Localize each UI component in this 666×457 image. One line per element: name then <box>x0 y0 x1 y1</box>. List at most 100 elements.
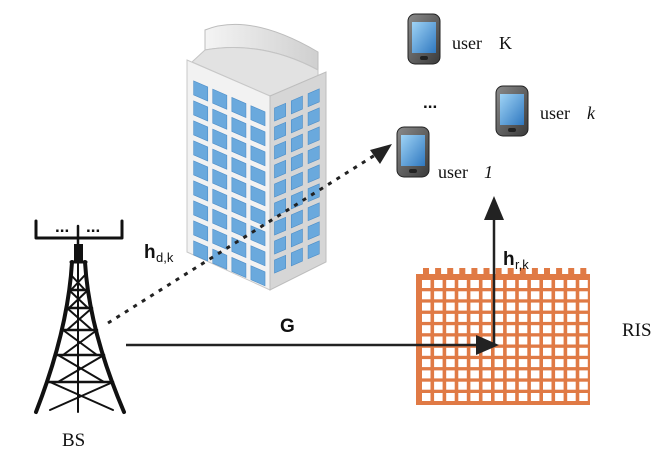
ris-element <box>543 381 552 390</box>
ris-element <box>422 313 431 322</box>
ris-edge-tooth <box>544 268 550 275</box>
users-ellipsis: ... <box>423 93 437 112</box>
ris-edge-tooth <box>459 268 466 275</box>
building-window <box>193 240 209 262</box>
ris-element <box>422 359 431 368</box>
ris-element <box>482 302 491 311</box>
ris-element <box>470 313 479 322</box>
ris-element <box>470 291 479 300</box>
building-window <box>212 208 228 230</box>
building-window <box>231 156 247 179</box>
ris-element <box>567 280 576 288</box>
ris-element <box>579 347 588 356</box>
building-window <box>290 209 303 229</box>
ris-element <box>518 381 528 390</box>
ris-element <box>434 359 443 368</box>
ris-element <box>446 336 455 345</box>
building-icon <box>186 23 327 291</box>
ris-element <box>555 347 564 356</box>
ris-element <box>530 325 540 334</box>
reflected-channel-symbol: h <box>503 249 515 270</box>
building-window <box>212 228 228 250</box>
ris-element <box>458 313 467 322</box>
building-window <box>212 108 228 130</box>
building-window <box>307 88 320 108</box>
ris-element <box>446 291 455 300</box>
building-window <box>193 120 209 142</box>
ris-element <box>543 336 552 345</box>
ris-element <box>555 280 564 288</box>
building-window <box>212 168 228 190</box>
building-window <box>274 254 286 274</box>
user-K-index: K <box>499 33 512 53</box>
building-window <box>193 80 209 102</box>
ris-element <box>518 302 528 311</box>
ris-element <box>567 347 576 356</box>
ris-element <box>494 370 504 379</box>
ris-element <box>470 370 479 379</box>
antenna-dots-right: ... <box>86 217 100 236</box>
ris-element <box>434 302 443 311</box>
ris-element <box>434 336 443 345</box>
ris-element <box>494 325 504 334</box>
building-window <box>290 133 303 153</box>
building-window <box>212 148 228 170</box>
ris-element <box>434 393 443 401</box>
ris-element <box>543 347 552 356</box>
building-window <box>307 240 320 260</box>
ris-element <box>434 381 443 390</box>
ris-element <box>506 336 516 345</box>
ris-element <box>506 325 516 334</box>
cell-tower-icon <box>34 219 126 414</box>
ris-element <box>494 313 504 322</box>
ris-element <box>567 291 576 300</box>
ris-element <box>446 302 455 311</box>
ris-element <box>579 381 588 390</box>
ris-element <box>422 393 431 401</box>
ris-edge-tooth <box>507 268 514 275</box>
building-window <box>193 160 209 182</box>
ris-element <box>482 280 491 288</box>
ris-element <box>579 313 588 322</box>
ris-element <box>506 291 516 300</box>
ris-element <box>470 381 479 390</box>
ris-edge-tooth <box>580 268 587 275</box>
ris-element <box>543 313 552 322</box>
ris-element <box>518 325 528 334</box>
ris-element <box>543 280 552 288</box>
ris-element <box>482 347 491 356</box>
ris-element <box>555 393 564 401</box>
building-window <box>250 245 266 267</box>
ris-element <box>458 381 467 390</box>
ris-element <box>446 347 455 356</box>
ris-element <box>506 359 516 368</box>
user-1-word: user <box>438 162 468 182</box>
ris-element <box>458 291 467 300</box>
ris-element <box>518 370 528 379</box>
ris-element <box>506 313 516 322</box>
user-1-index: 1 <box>484 162 493 182</box>
user-k-word: user <box>540 103 570 123</box>
building-window <box>193 200 209 222</box>
ris-element <box>506 393 516 401</box>
building-window <box>274 159 286 179</box>
ris-element <box>422 280 431 288</box>
building-window <box>274 197 286 217</box>
ris-element <box>543 325 552 334</box>
building-window <box>250 185 266 207</box>
ris-edge-tooth <box>423 268 429 275</box>
bs-ris-channel-arrowhead <box>476 335 499 355</box>
bs-label: BS <box>62 430 85 451</box>
ris-element <box>543 370 552 379</box>
ris-element <box>422 302 431 311</box>
ris-element <box>518 336 528 345</box>
smartphone-icon <box>396 126 430 178</box>
ris-element <box>555 359 564 368</box>
ris-element <box>530 359 540 368</box>
building-window <box>250 145 266 167</box>
ris-edge-tooth <box>471 268 478 275</box>
ris-element <box>458 325 467 334</box>
ris-element <box>458 280 467 288</box>
user-k-index: k <box>587 103 596 123</box>
building-window <box>231 136 247 159</box>
